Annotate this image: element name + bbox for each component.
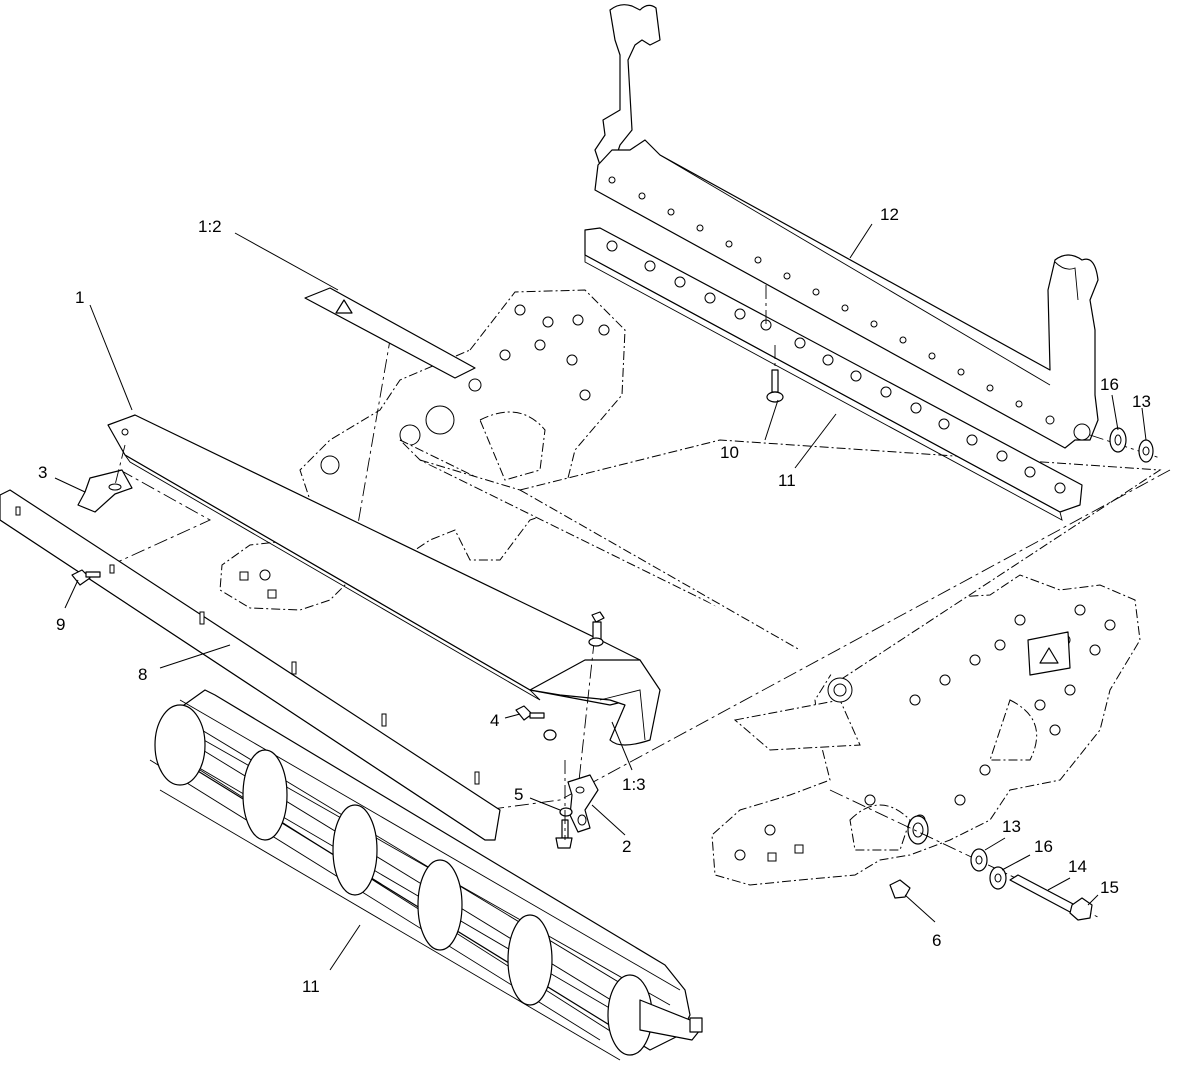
washer-stack-top-right — [1089, 427, 1161, 463]
callout-1: 1 — [75, 288, 84, 307]
part-1-shield — [107, 414, 661, 746]
callout-1-3: 1:3 — [622, 775, 646, 794]
part-3-bracket — [77, 444, 133, 513]
leader-lines — [54, 223, 1147, 971]
callout-9: 11 — [778, 471, 796, 490]
callout-1-2: 1:2 — [198, 217, 222, 236]
callout-5: 5 — [514, 785, 523, 804]
part-9-bedknife — [584, 227, 1083, 521]
callout-12: 12 — [880, 205, 899, 224]
callout-labels: 1:2 1 3 9 8 4 5 2 1:3 12 10 11 16 13 11 … — [38, 205, 1151, 996]
callout-13-top: 13 — [1132, 392, 1151, 411]
callout-4: 4 — [490, 711, 499, 730]
callout-7: 8 — [138, 665, 147, 684]
part-11-reel — [149, 689, 703, 1061]
right-bearing-hub — [829, 789, 1101, 919]
callout-11-label: 11 — [302, 977, 320, 996]
part-1-2-decal — [304, 287, 476, 379]
callout-2: 2 — [622, 837, 631, 856]
callout-10: 10 — [720, 443, 739, 462]
part-6-nut — [889, 879, 911, 899]
phantom-right-side-plate — [711, 574, 1141, 886]
part-15-nut — [1069, 897, 1093, 921]
callout-6: 6 — [932, 931, 941, 950]
callout-3: 3 — [38, 463, 47, 482]
callout-13-bottom: 13 — [1002, 817, 1021, 836]
callout-16-top: 16 — [1100, 375, 1119, 394]
part-4-bolt — [515, 705, 557, 741]
callout-15: 15 — [1100, 878, 1119, 897]
phantom-cross-members — [99, 339, 1171, 813]
callout-8: 9 — [56, 615, 65, 634]
washers-13-16-bottom — [970, 848, 1007, 890]
callout-16-bottom: 16 — [1034, 837, 1053, 856]
callout-14: 14 — [1068, 857, 1087, 876]
part-2-mount-bracket — [567, 611, 605, 833]
part-5-bolt — [555, 760, 573, 849]
part-10-bedknife-screw — [765, 285, 784, 403]
part-12-bed-bar-bracket — [594, 4, 1099, 449]
